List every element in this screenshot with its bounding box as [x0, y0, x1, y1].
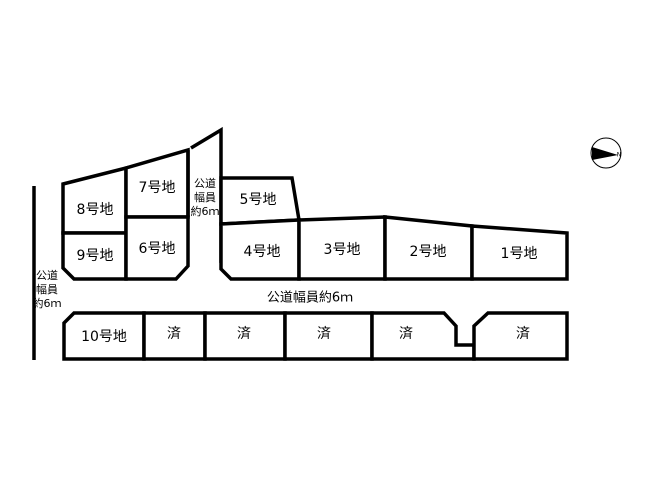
- lot-9-label: 9号地: [77, 248, 114, 264]
- lot-10-label: 10号地: [81, 329, 127, 345]
- west-road-label-line-3: 約6ｍ: [33, 296, 62, 310]
- middle-road-label-line-3: 約6ｍ: [191, 204, 220, 218]
- lot-4[interactable]: [219, 218, 301, 281]
- lot-6-label: 6号地: [139, 241, 176, 257]
- lot-7-label: 7号地: [139, 180, 176, 196]
- lot-1[interactable]: [470, 224, 569, 281]
- lot-1-label: 1号地: [501, 246, 538, 262]
- sold-lot-b-label: 済: [237, 326, 251, 342]
- compass-north-label: N: [617, 152, 622, 159]
- west-road-label-line-1: 公道: [36, 268, 58, 282]
- lot-10[interactable]: [62, 311, 146, 361]
- lot-3-label: 3号地: [324, 242, 361, 258]
- north-compass-icon: N: [590, 137, 622, 169]
- middle-road-label-line-1: 公道: [194, 176, 216, 190]
- middle-road-label-line-2: 幅員: [194, 191, 216, 204]
- lot-8-label: 8号地: [77, 202, 114, 218]
- lot-2-label: 2号地: [410, 244, 447, 260]
- sold-lot-d-label: 済: [399, 326, 413, 342]
- sold-lot-e-label: 済: [516, 326, 530, 342]
- lot-6[interactable]: [124, 215, 190, 281]
- lot-4-label: 4号地: [244, 244, 281, 260]
- sold-lot-c-label: 済: [317, 326, 331, 342]
- sold-lot-d[interactable]: [370, 311, 476, 361]
- lot-9[interactable]: [61, 231, 128, 281]
- lot-8[interactable]: [61, 165, 128, 235]
- lot-5-label: 5号地: [240, 192, 277, 208]
- main-road-label: 公道幅員約6ｍ: [267, 291, 353, 306]
- west-road-label-line-2: 幅員: [36, 283, 58, 296]
- sold-lot-e[interactable]: [472, 311, 569, 361]
- sold-lot-a-label: 済: [167, 326, 181, 342]
